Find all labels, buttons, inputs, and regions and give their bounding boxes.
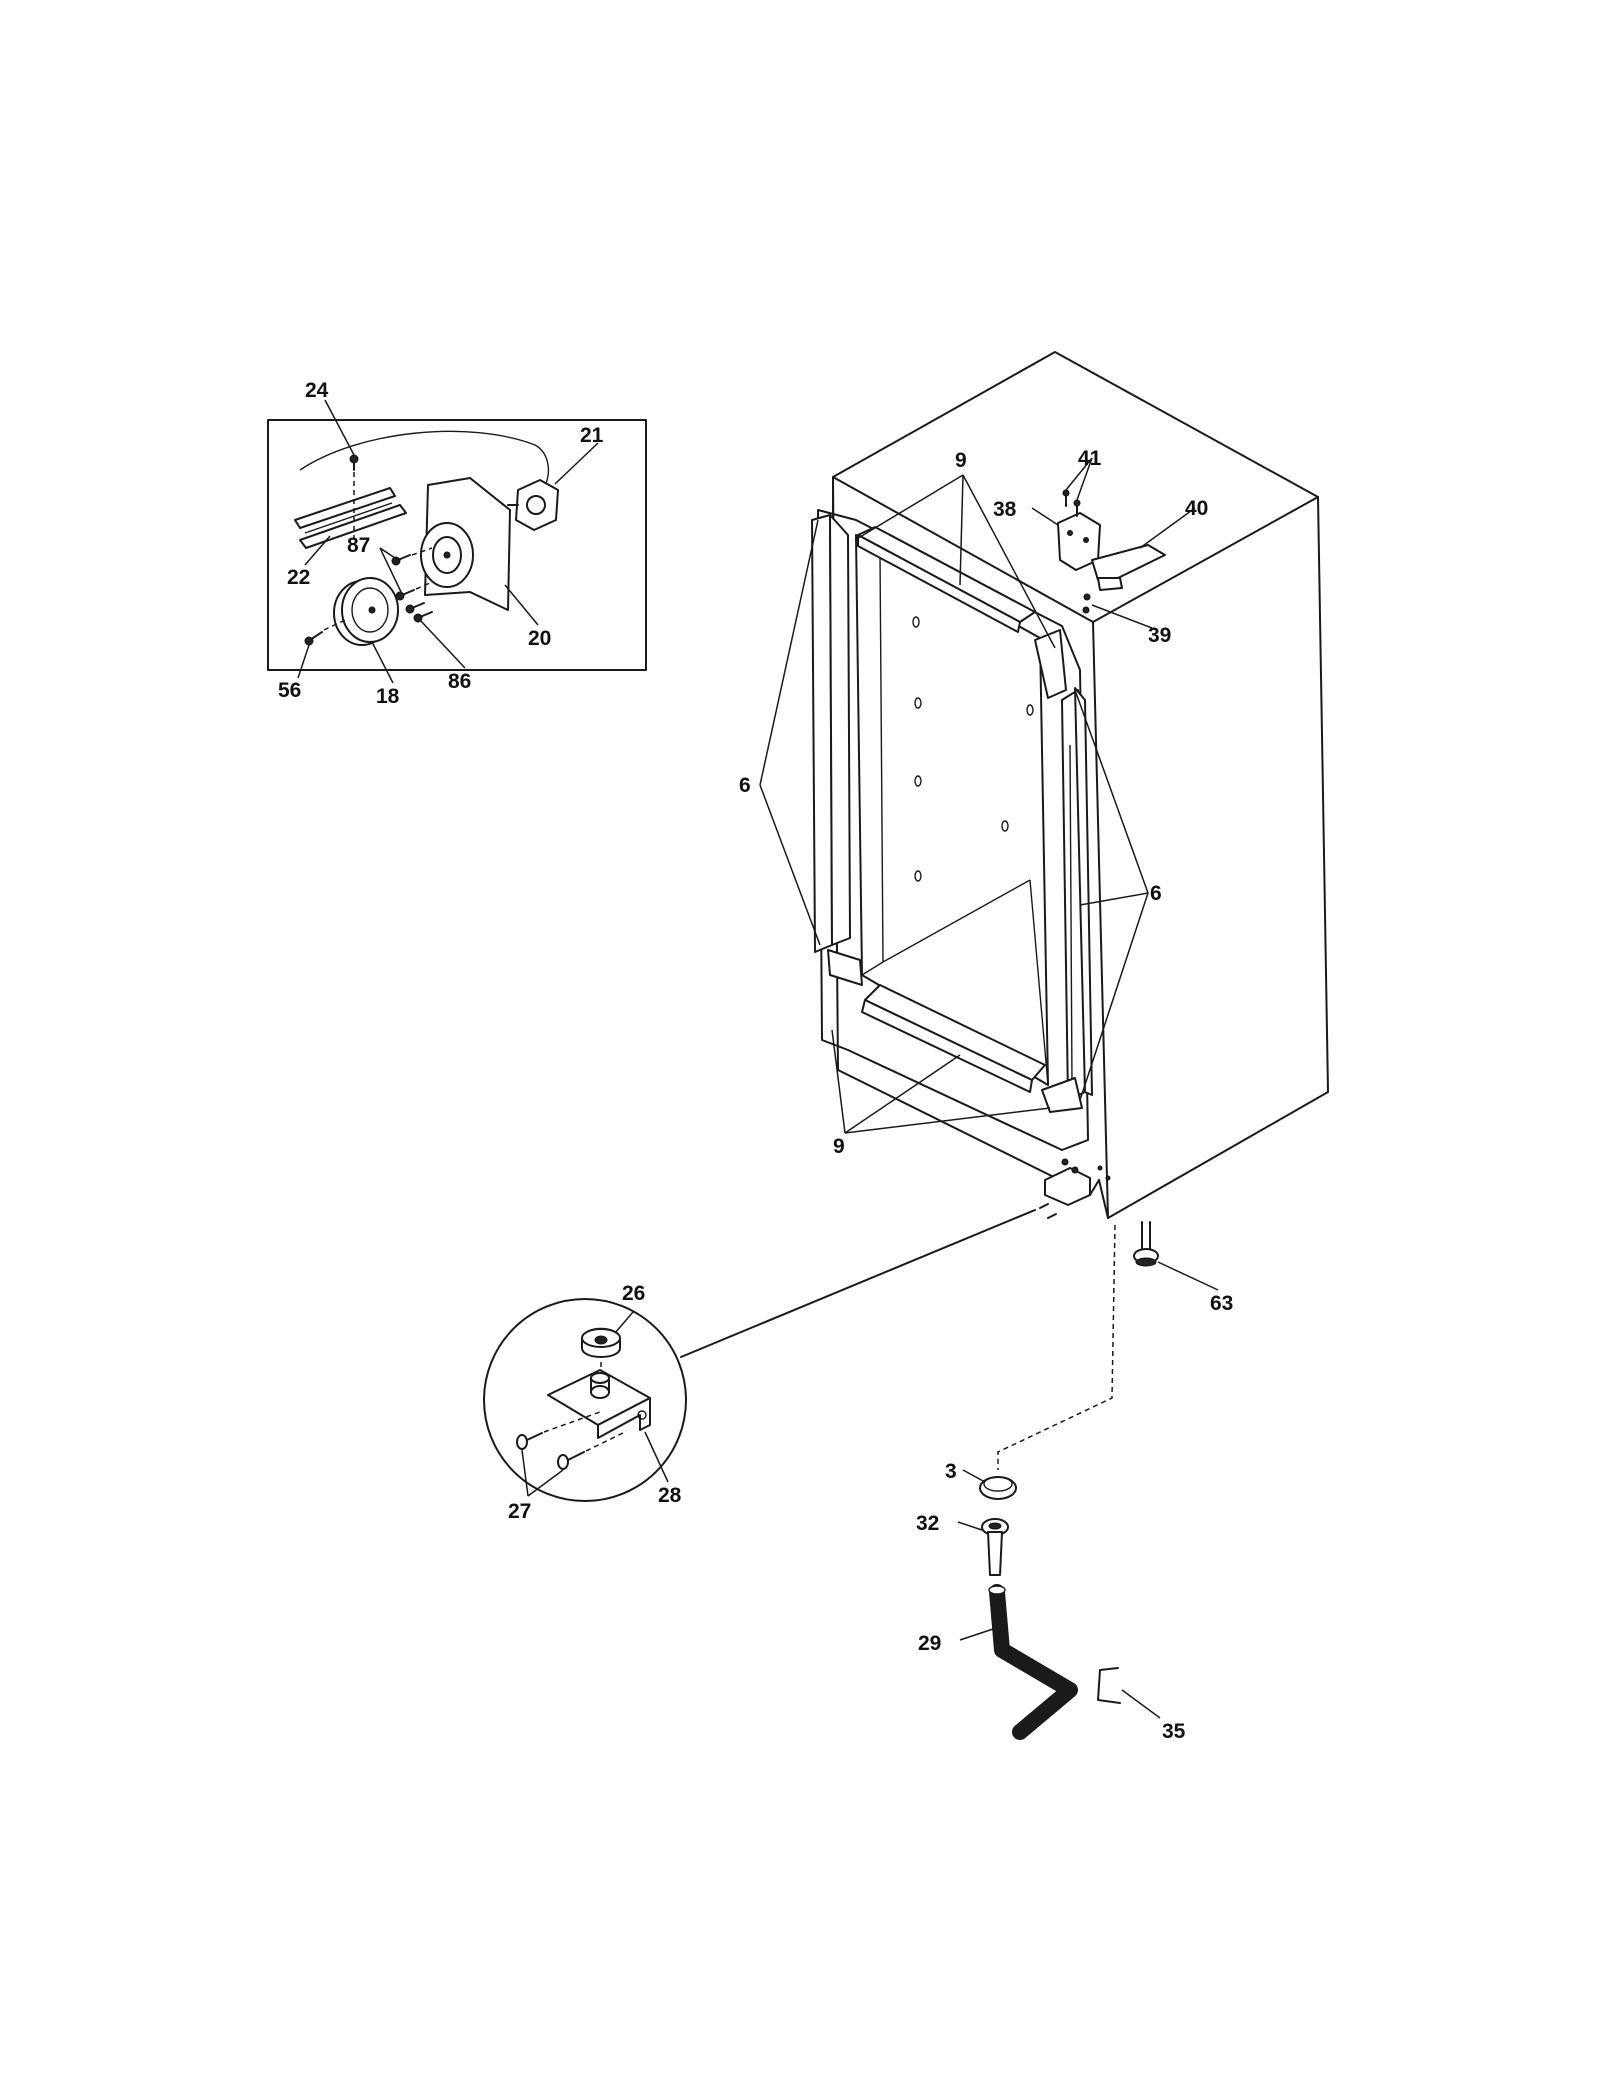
label-87: 87: [347, 534, 370, 557]
screws-27: [516, 1411, 626, 1470]
hinge-shims-39: [1082, 593, 1091, 614]
label-3: 3: [945, 1460, 957, 1483]
label-32: 32: [916, 1512, 939, 1535]
label-20: 20: [528, 627, 551, 650]
fan-motor-inset: [267, 399, 647, 684]
screws-41: [1062, 489, 1081, 517]
cabinet-top-right-edge: [1092, 496, 1319, 623]
drain-fitting-32: [981, 1518, 1009, 1576]
lower-hinge-detail: [483, 1209, 1036, 1502]
cabinet-front-right-edge: [1092, 621, 1109, 1219]
hinge-cover-40: [1091, 544, 1166, 591]
label-21: 21: [580, 424, 604, 447]
part-number-labels: 24 21 87 22 20 56 18 86 41 38 40 39 9 6 …: [278, 379, 1233, 1743]
detail-circle: [483, 1298, 687, 1502]
label-28: 28: [658, 1484, 682, 1507]
fan-shroud-20: [420, 477, 511, 611]
door-gasket-6-left: [811, 514, 851, 953]
screws-87: [391, 547, 433, 601]
clip-35: [1097, 1667, 1121, 1704]
door-gasket-6-right: [1061, 687, 1093, 1101]
screws-86: [405, 602, 433, 623]
detail-connector-line: [680, 1209, 1036, 1358]
label-9-top: 9: [955, 449, 967, 472]
door-gasket-9-top: [857, 526, 1036, 633]
label-56: 56: [278, 679, 301, 702]
hinge-pin-26: [581, 1327, 621, 1358]
label-9-bottom: 9: [833, 1135, 845, 1158]
label-18: 18: [376, 685, 400, 708]
drain-plug-3: [979, 1476, 1017, 1500]
inset-frame: [267, 419, 647, 671]
freezer-cabinet: [759, 351, 1329, 1470]
label-41: 41: [1078, 447, 1102, 470]
label-22: 22: [287, 566, 310, 589]
label-63: 63: [1210, 1292, 1233, 1315]
label-29: 29: [918, 1632, 941, 1655]
label-6-right: 6: [1150, 882, 1162, 905]
motor-wire: [299, 430, 550, 487]
label-26: 26: [622, 1282, 645, 1305]
label-6-left: 6: [739, 774, 751, 797]
leveling-leg-63: [1133, 1221, 1159, 1267]
label-27: 27: [508, 1500, 531, 1523]
bottom-hinge-mount: [1039, 1158, 1111, 1219]
fan-blade-18: [333, 577, 399, 646]
label-86: 86: [448, 670, 471, 693]
label-24: 24: [305, 379, 329, 402]
cabinet-outline: [832, 351, 1329, 1219]
heater-element-22: [294, 487, 407, 549]
label-35: 35: [1162, 1720, 1186, 1743]
fan-motor-21: [507, 479, 559, 531]
label-39: 39: [1148, 624, 1171, 647]
label-38: 38: [993, 498, 1017, 521]
drain-dashed-path: [997, 1224, 1116, 1470]
liner-holes: [912, 616, 1034, 882]
label-40: 40: [1185, 497, 1208, 520]
drain-parts: [957, 1469, 1161, 1740]
cabinet-top-front-edge: [832, 476, 1094, 623]
hinge-bracket-28: [547, 1369, 651, 1439]
cabinet-leaders: [759, 457, 1219, 1291]
door-gasket-9-bottom: [861, 984, 1046, 1093]
drain-tube-29: [989, 1584, 1078, 1740]
